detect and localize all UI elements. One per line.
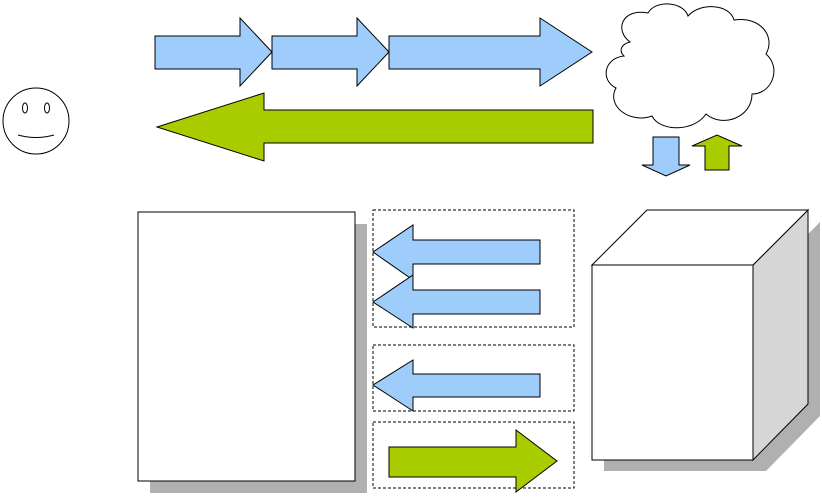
- request-arrow-group: [154, 16, 593, 88]
- message-panel-middle: [372, 344, 575, 412]
- request-arrow-1: [154, 16, 273, 88]
- cube-icon: [590, 208, 820, 471]
- outbound-arrow: [388, 428, 558, 494]
- message-panel-top: [372, 209, 575, 329]
- smiley-face-icon: [2, 87, 70, 155]
- request-arrow-2: [271, 16, 390, 88]
- inbound-arrow-2: [372, 274, 541, 329]
- cloud-icon: [605, 3, 775, 129]
- inbound-arrow-3: [372, 359, 541, 412]
- response-arrow: [155, 92, 594, 162]
- inbound-arrow-1: [372, 224, 541, 281]
- down-arrow: [641, 136, 691, 177]
- request-arrow-3: [388, 17, 593, 87]
- message-panel-bottom: [372, 421, 575, 494]
- client-box: [137, 211, 367, 493]
- up-arrow: [691, 134, 743, 171]
